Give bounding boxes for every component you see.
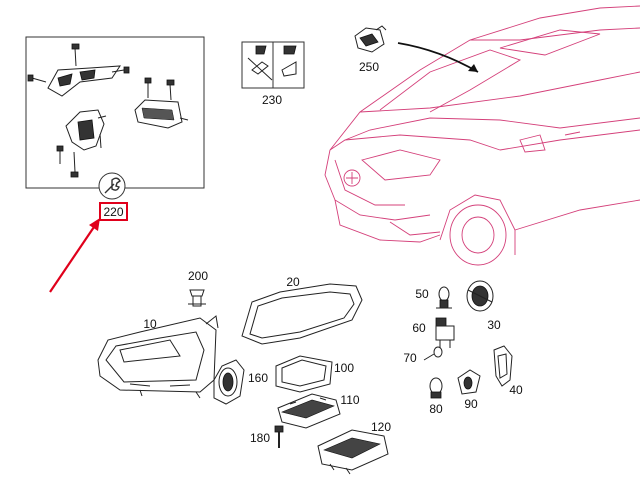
part-160-label: 160 <box>248 371 268 385</box>
part-110-label: 110 <box>340 393 359 407</box>
highlight-arrow <box>49 218 100 293</box>
bulb-socket-icon <box>457 369 481 395</box>
part-90-label: 90 <box>464 397 478 411</box>
part-10[interactable]: 10 <box>97 315 219 399</box>
part-30[interactable]: 30 <box>466 280 501 332</box>
part-220-highlight-box <box>99 202 128 221</box>
part-20[interactable]: 20 <box>241 275 363 345</box>
bracket-upper-icon <box>27 43 130 97</box>
part-220-kit-box[interactable]: 220 <box>25 36 205 221</box>
part-180[interactable]: 180 <box>250 425 284 448</box>
indicator-icon <box>493 345 513 387</box>
part-120-label: 120 <box>371 420 391 434</box>
screw-icon <box>274 425 284 448</box>
part-40[interactable]: 40 <box>493 345 523 397</box>
bulb-py21w-icon <box>429 377 443 399</box>
part-220-label: 220 <box>103 205 123 219</box>
part-90[interactable]: 90 <box>457 369 481 411</box>
part-50[interactable]: 50 <box>415 286 452 309</box>
bracket-lower-icon <box>56 109 107 178</box>
clip-icon <box>188 289 206 307</box>
part-100[interactable]: 100 <box>275 355 354 393</box>
part-160[interactable]: 160 <box>213 359 268 405</box>
part-110[interactable]: 110 <box>277 393 360 429</box>
cap-icon <box>213 359 245 405</box>
part-40-label: 40 <box>509 383 523 397</box>
part-60-label: 60 <box>412 321 426 335</box>
headlamp-lens-icon <box>241 283 363 345</box>
gasket-icon <box>275 355 333 393</box>
part-70-label: 70 <box>403 351 417 365</box>
vehicle-illustration <box>324 5 640 266</box>
part-80-label: 80 <box>429 402 443 416</box>
control-unit-icon <box>277 393 341 429</box>
bulb-h1-icon <box>435 317 455 348</box>
part-50-label: 50 <box>415 287 429 301</box>
part-250[interactable]: 250 <box>354 25 387 74</box>
ballast-icon <box>317 429 389 475</box>
part-70[interactable]: 70 <box>403 346 443 365</box>
part-10-label: 10 <box>143 317 157 331</box>
part-80[interactable]: 80 <box>429 377 443 416</box>
part-230[interactable]: 230 <box>241 41 305 107</box>
pad-icon <box>247 45 297 81</box>
part-100-label: 100 <box>334 361 354 375</box>
bulb-h7-icon <box>436 286 452 309</box>
part-230-label: 230 <box>262 93 282 107</box>
arrow-250-to-vehicle <box>397 42 479 73</box>
part-20-label: 20 <box>286 275 300 289</box>
part-30-label: 30 <box>487 318 501 332</box>
part-200[interactable]: 200 <box>188 269 208 307</box>
wrench-icon <box>98 172 126 200</box>
sensor-icon <box>354 25 387 53</box>
part-180-label: 180 <box>250 431 270 445</box>
bracket-right-icon <box>134 77 189 129</box>
cover-cap-icon <box>466 280 494 312</box>
headlamp-left-icon <box>97 315 219 399</box>
part-120[interactable]: 120 <box>317 420 391 475</box>
part-250-label: 250 <box>359 60 379 74</box>
bulb-small-icon <box>423 346 443 361</box>
part-200-label: 200 <box>188 269 208 283</box>
part-60[interactable]: 60 <box>412 317 455 348</box>
